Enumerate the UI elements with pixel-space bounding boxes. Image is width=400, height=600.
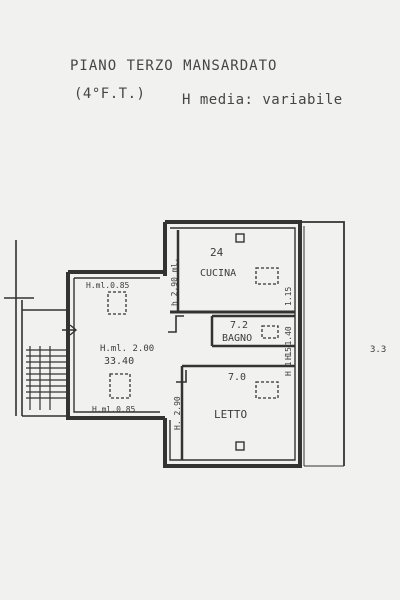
cucina-area: 24	[210, 246, 224, 259]
vent-letto	[235, 441, 245, 451]
entry-arrow	[62, 324, 78, 336]
stairwell	[15, 240, 68, 417]
skylight-letto	[255, 381, 279, 399]
average-height-note: H media: variabile	[182, 92, 343, 108]
height-cucina-left: h 2.90 ml.	[170, 258, 179, 306]
terrace-outline	[300, 221, 345, 466]
outer-wall-left-block	[66, 270, 165, 420]
height-left-top: H.ml.0.85	[86, 281, 130, 290]
cucina-label: CUCINA	[200, 268, 236, 279]
living-area: 33.40	[104, 356, 134, 367]
letto-area: 7.0	[228, 372, 246, 383]
vent-cucina	[235, 233, 245, 243]
inner-double-line	[169, 227, 296, 461]
skylight-living-bottom	[109, 373, 131, 399]
partition-bagno	[210, 314, 295, 348]
inner-double-line-left	[73, 277, 160, 413]
bagno-area: 7.2	[230, 320, 248, 331]
height-bagno-right: H. 1.40	[284, 326, 293, 360]
height-letto-right: H 1.15	[284, 347, 293, 376]
skylight-cucina	[255, 267, 279, 285]
height-letto-left: H. 2.90	[173, 396, 182, 430]
bagno-label: BAGNO	[222, 333, 252, 344]
floor-title: PIANO TERZO MANSARDATO	[70, 58, 278, 74]
floor-subtitle: (4°F.T.)	[74, 86, 146, 102]
margin-mark: 3.3	[370, 345, 386, 355]
height-cucina-right: 1.15	[284, 287, 293, 306]
skylight-bagno	[261, 325, 279, 339]
corridor-step	[168, 315, 184, 333]
stair-steps	[26, 346, 66, 410]
height-left-bottom: H.ml.0.85	[92, 405, 136, 414]
outer-wall-bottom	[163, 418, 302, 468]
corridor-step-2	[176, 370, 187, 383]
height-left-mid: H.ml. 2.00	[100, 344, 154, 354]
letto-label: LETTO	[214, 408, 247, 421]
terrace-inner	[303, 226, 344, 467]
skylight-living-top	[107, 291, 127, 315]
